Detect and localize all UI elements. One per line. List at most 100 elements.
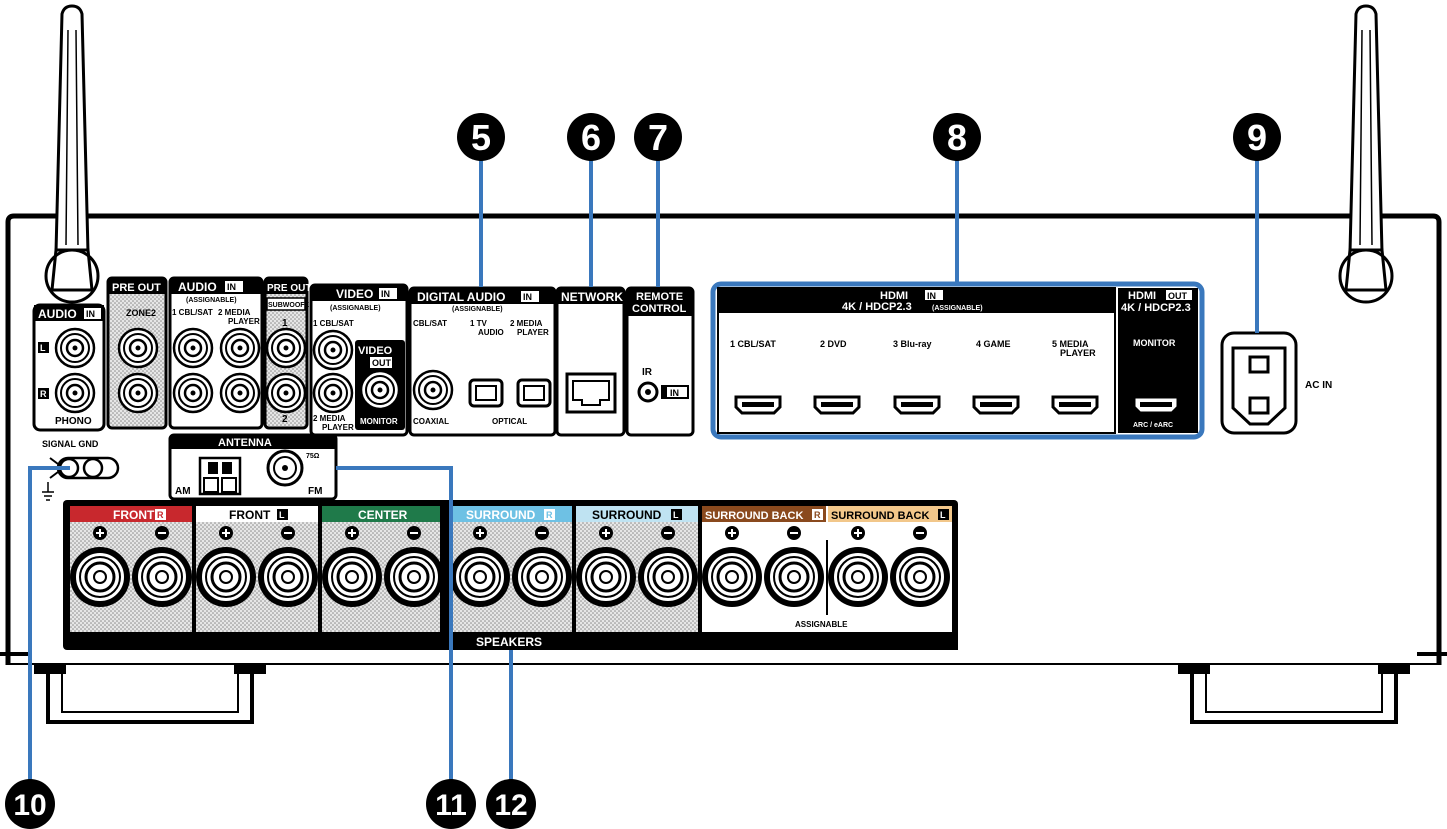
- video-in-mp: 2 MEDIA: [313, 414, 346, 423]
- phono-r-jack[interactable]: [54, 372, 96, 414]
- pre-out-sub-title: PRE OUT: [267, 283, 311, 294]
- front-l-plus-terminal[interactable]: [194, 545, 258, 609]
- phono-l-label: L: [40, 343, 46, 353]
- callout-9-number: 9: [1247, 117, 1267, 158]
- center-plus-terminal[interactable]: [320, 545, 384, 609]
- network-title: NETWORK: [561, 290, 623, 304]
- zone2-label: ZONE2: [126, 308, 156, 318]
- video-in-mp-jack[interactable]: [312, 372, 354, 414]
- digital-cbl-label: CBL/SAT: [413, 319, 447, 328]
- audio-in2-mp-l-jack[interactable]: [219, 327, 261, 369]
- foot-right: [1178, 664, 1410, 724]
- audio-in2-cbl-l-jack[interactable]: [172, 327, 214, 369]
- spk-front-l-ch: L: [279, 510, 285, 520]
- callout-10-number: 10: [13, 789, 46, 822]
- hdmi-out-spec: 4K / HDCP2.3: [1121, 302, 1191, 314]
- hdmi-in4-port[interactable]: [972, 395, 1020, 415]
- fm-ohm: 75Ω: [306, 453, 320, 460]
- foot-left: [34, 664, 266, 724]
- hdmi-in1-port[interactable]: [734, 395, 782, 415]
- signal-gnd-terminal[interactable]: [42, 456, 120, 501]
- optical-tv-jack[interactable]: [468, 378, 504, 408]
- ir-in-jack[interactable]: [637, 381, 659, 403]
- callout-5-number: 5: [471, 117, 491, 158]
- hdmi-in2-port[interactable]: [813, 395, 861, 415]
- callout-9: 9: [1233, 113, 1281, 161]
- callout-11: 11: [426, 779, 476, 829]
- surround-r-minus-terminal[interactable]: [510, 545, 574, 609]
- digital-tv-label2: AUDIO: [478, 328, 504, 337]
- pre-out-zone2: PRE OUT ZONE2: [106, 276, 168, 430]
- signal-gnd-label: SIGNAL GND: [42, 439, 99, 449]
- surround-l-minus-terminal[interactable]: [636, 545, 700, 609]
- subwoofer-label: SUBWOOFER: [268, 302, 314, 309]
- remote-title1: REMOTE: [636, 291, 683, 303]
- fm-connector[interactable]: [266, 449, 304, 487]
- audio-in2-mp-r-jack[interactable]: [219, 372, 261, 414]
- center-minus-terminal[interactable]: [382, 545, 446, 609]
- callout-12: 12: [486, 779, 536, 829]
- digital-tv-label: 1 TV: [470, 319, 488, 328]
- callout-6-number: 6: [581, 117, 601, 158]
- spk-front-r-ch: R: [157, 510, 164, 520]
- surround-l-plus-terminal[interactable]: [574, 545, 638, 609]
- video-in-cbl: 1 CBL/SAT: [313, 319, 354, 328]
- zone2-l-jack[interactable]: [117, 327, 159, 369]
- optical-mp-jack[interactable]: [516, 378, 552, 408]
- video-out-monitor-jack[interactable]: [359, 369, 401, 411]
- surround-r-plus-terminal[interactable]: [448, 545, 512, 609]
- callout-7-number: 7: [648, 117, 668, 158]
- audio-in2-cbl-r-jack[interactable]: [172, 372, 214, 414]
- spk-surround-back-r-ch: R: [814, 510, 821, 520]
- sub1-jack[interactable]: [265, 327, 307, 369]
- audio-in2-mp2: PLAYER: [228, 317, 260, 326]
- lan-port[interactable]: [565, 372, 617, 414]
- surround-back-l-plus-terminal[interactable]: [826, 545, 890, 609]
- spk-surround-back-r-label: SURROUND BACK: [705, 510, 803, 522]
- audio-in2-title: AUDIO: [178, 280, 217, 294]
- digital-mp-label2: PLAYER: [517, 328, 549, 337]
- hdmi-in5-port[interactable]: [1051, 395, 1099, 415]
- audio-in2-mp: 2 MEDIA: [218, 308, 251, 317]
- am-terminal[interactable]: [198, 456, 242, 496]
- front-l-minus-terminal[interactable]: [256, 545, 320, 609]
- phono-label: PHONO: [55, 416, 92, 427]
- surround-back-r-minus-terminal[interactable]: [762, 545, 826, 609]
- sub2-jack[interactable]: [265, 372, 307, 414]
- hdmi-out-port[interactable]: [1132, 395, 1180, 415]
- spk-surround-back-l-label: SURROUND BACK: [831, 510, 929, 522]
- audio-in-tag: IN: [86, 309, 95, 319]
- digital-mp-label: 2 MEDIA: [510, 319, 543, 328]
- video-in-mp2: PLAYER: [322, 423, 354, 432]
- callout-11-number: 11: [435, 789, 467, 822]
- ac-inlet[interactable]: [1220, 331, 1298, 435]
- spk-surround-r-label: SURROUND: [466, 508, 536, 522]
- video-in-cbl-jack[interactable]: [312, 329, 354, 371]
- video-out-title: VIDEO: [358, 345, 393, 357]
- hdmi-port5-label2: PLAYER: [1060, 348, 1096, 358]
- phono-l-jack[interactable]: [54, 327, 96, 369]
- surround-back-l-minus-terminal[interactable]: [888, 545, 952, 609]
- callout-12-number: 12: [494, 789, 527, 822]
- hdmi-in3-port[interactable]: [893, 395, 941, 415]
- optical-label: OPTICAL: [492, 417, 527, 426]
- zone2-r-jack[interactable]: [117, 372, 159, 414]
- hdmi-in-tag: IN: [927, 291, 936, 301]
- audio-in-title: AUDIO: [38, 307, 77, 321]
- remote-title2: CONTROL: [632, 303, 687, 315]
- callout-8-number: 8: [947, 117, 967, 158]
- ir-in-tag: IN: [670, 388, 679, 398]
- hdmi-port4-label: 4 GAME: [976, 339, 1011, 349]
- hdmi-port3-label: 3 Blu-ray: [893, 339, 932, 349]
- callout-lines: [28, 160, 1259, 780]
- callout-5: 5: [457, 113, 505, 161]
- coaxial-jack[interactable]: [412, 369, 454, 411]
- surround-back-r-plus-terminal[interactable]: [700, 545, 764, 609]
- remote-control: REMOTE CONTROL IR IN: [625, 286, 695, 437]
- front-r-plus-terminal[interactable]: [68, 545, 132, 609]
- spk-surround-back-l-ch: L: [940, 510, 946, 520]
- audio-in2-sub: (ASSIGNABLE): [186, 297, 237, 304]
- speaker-terminals: FRONT FRONT CENTER SURROUND SURROUND SUR…: [63, 500, 958, 650]
- front-r-minus-terminal[interactable]: [130, 545, 194, 609]
- video-out: VIDEO OUT MONITOR: [355, 340, 405, 430]
